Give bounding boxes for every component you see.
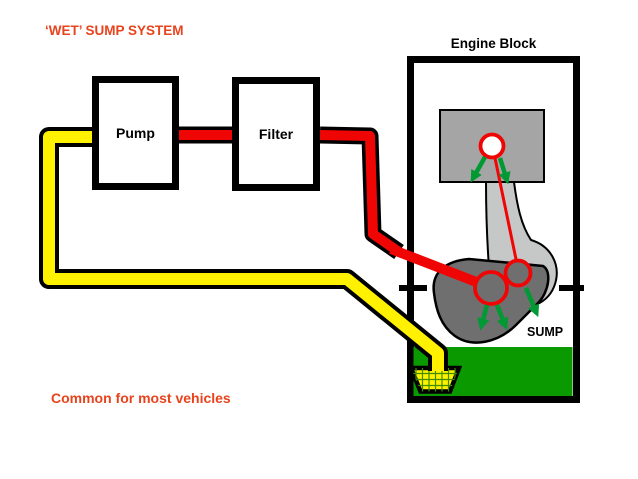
suction-pipe xyxy=(39,127,448,371)
oil-spray-arrow-main-left xyxy=(477,304,490,331)
filter-box: Filter xyxy=(232,77,320,191)
main-bearing xyxy=(473,270,509,306)
pump-label: Pump xyxy=(116,125,155,141)
oil-spray-arrow-crankpin xyxy=(523,287,540,318)
piston-pin-bearing xyxy=(478,132,506,160)
pump-box: Pump xyxy=(92,76,179,190)
filter-label: Filter xyxy=(258,126,294,142)
engine-block-label: Engine Block xyxy=(450,36,537,51)
sump-label: SUMP xyxy=(527,325,564,339)
pressure-pipe-filter-engine xyxy=(319,126,404,259)
crankpin-bearing xyxy=(503,258,533,288)
oil-spray-arrow-piston-left xyxy=(470,155,487,183)
oil-spray-arrow-main-right xyxy=(494,304,509,331)
pressure-pipe-internal xyxy=(389,244,481,288)
caption-text: Common for most vehicles xyxy=(51,390,231,406)
oil-spray-arrow-piston-right xyxy=(497,157,511,185)
page-title: ‘WET’ SUMP SYSTEM xyxy=(45,23,184,38)
oil-gallery-line xyxy=(493,157,519,265)
